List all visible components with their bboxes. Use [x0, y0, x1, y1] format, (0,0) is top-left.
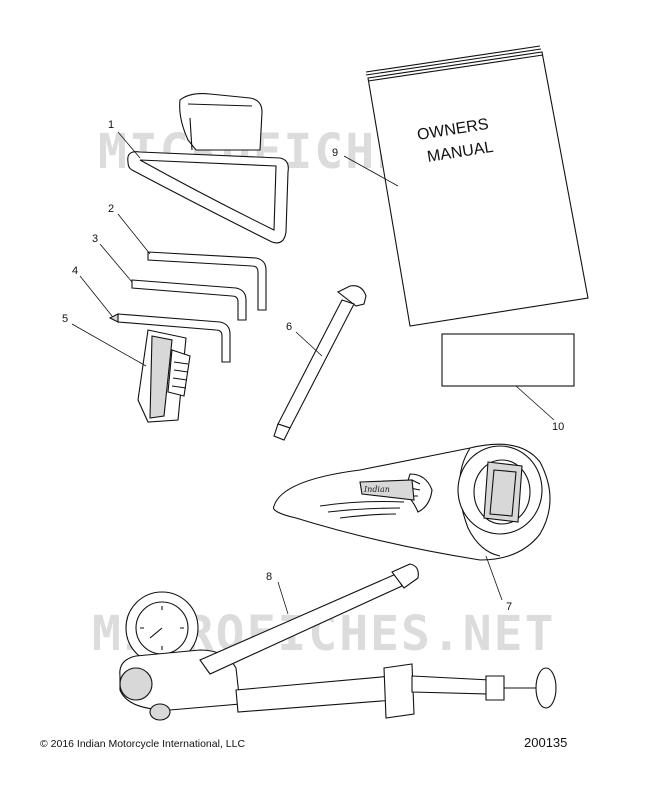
part-2-hex-key-large — [147, 251, 267, 311]
callout-8: 8 — [266, 571, 272, 583]
part-1-strap-bracket — [127, 93, 289, 244]
callout-1: 1 — [108, 119, 114, 131]
part-7-tool-storage-cover: Indian — [272, 443, 551, 561]
callouts: 1 2 3 4 5 6 7 8 9 10 — [62, 119, 564, 613]
part-4-hex-key-small — [108, 313, 231, 363]
part-10-label — [441, 333, 575, 387]
logo-text: Indian — [363, 485, 390, 494]
part-5-fuse-puller — [137, 329, 191, 423]
copyright-notice: © 2016 Indian Motorcycle International, … — [40, 738, 245, 750]
callout-10: 10 — [552, 421, 564, 433]
callout-3: 3 — [92, 233, 98, 245]
indian-headdress-logo: Indian — [319, 473, 433, 519]
callout-2: 2 — [108, 203, 114, 215]
part-6-tool-handle — [273, 285, 367, 441]
callout-5: 5 — [62, 313, 68, 325]
callout-9: 9 — [332, 147, 338, 159]
callout-4: 4 — [72, 265, 78, 277]
part-9-owners-manual: OWNERS MANUAL — [365, 45, 589, 327]
callout-6: 6 — [286, 321, 292, 333]
part-8-tire-pump — [119, 563, 557, 721]
diagram-number: 200135 — [524, 735, 567, 750]
callout-7: 7 — [506, 601, 512, 613]
part-3-hex-key-medium — [131, 279, 247, 321]
leader-lines — [71, 131, 555, 615]
